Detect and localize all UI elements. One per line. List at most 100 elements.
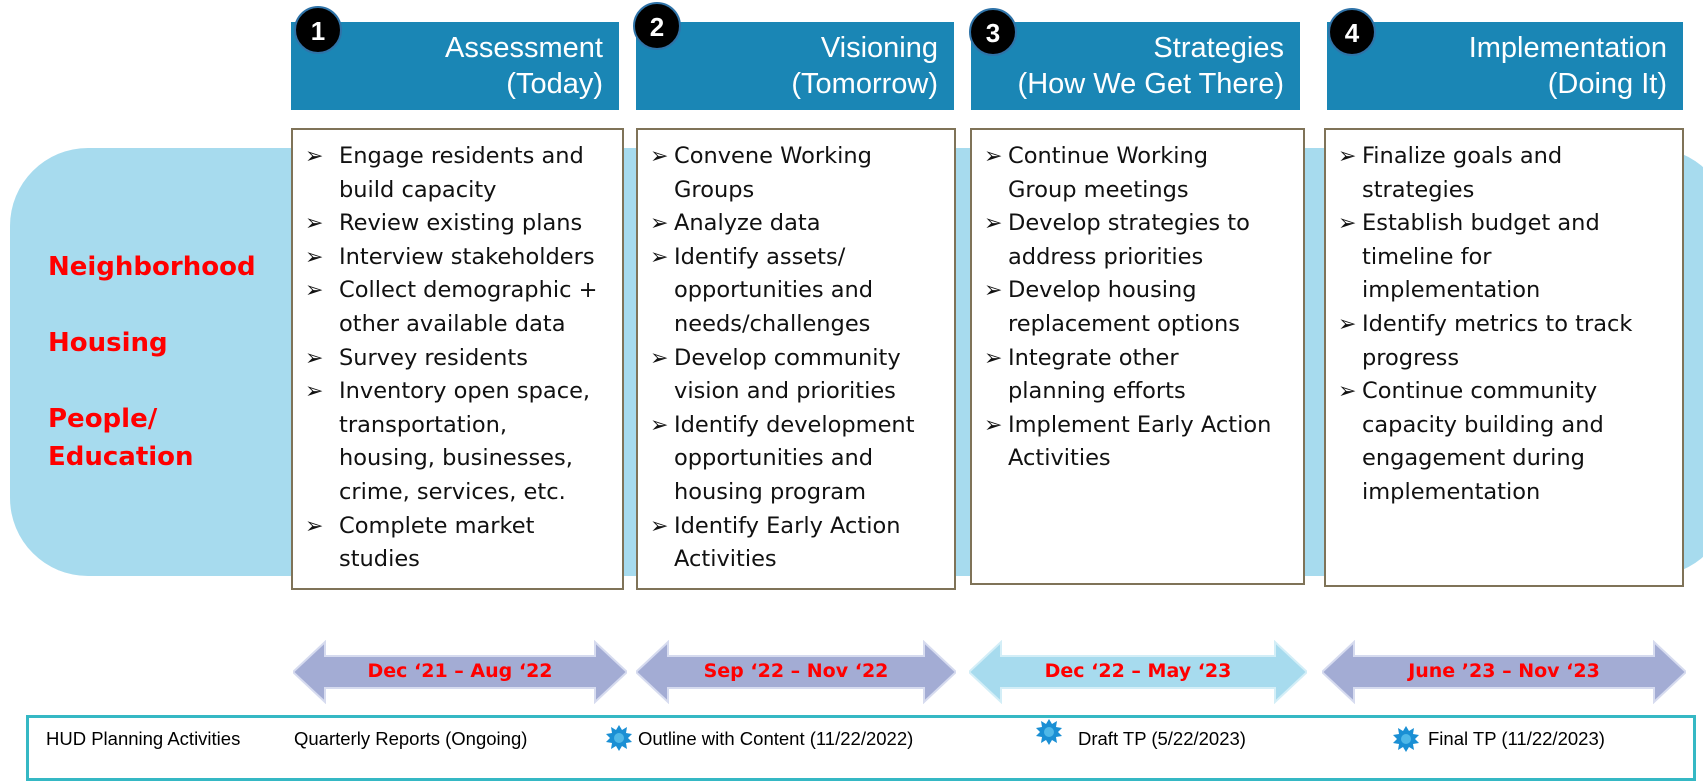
milestone-star-icon [1036, 719, 1062, 745]
topic-people: People/ [48, 404, 158, 434]
list-item-line: Collect demographic + [339, 277, 598, 304]
bullet-arrow-icon: ➢ [984, 278, 1003, 304]
list-item: ➢Integrate other planning efforts [984, 342, 1295, 409]
list-item-line: studies [339, 546, 420, 573]
list-item-line: Integrate other [1008, 344, 1179, 371]
list-item-line: Establish budget and [1362, 210, 1600, 237]
bullet-arrow-icon: ➢ [650, 345, 669, 371]
double-arrow-icon [636, 640, 956, 704]
list-item-line: Continue Working [1008, 143, 1209, 169]
bullet-arrow-icon: ➢ [984, 345, 1003, 371]
list-item-line: Develop community [674, 344, 901, 371]
list-item-line: strategies [1362, 176, 1475, 203]
step-4-dates: June ’23 – Nov ‘23 [1408, 660, 1600, 682]
bullet-arrow-icon: ➢ [305, 278, 324, 304]
list-item-line: Implement Early Action [1008, 411, 1272, 438]
step-1-title: Assessment [445, 32, 603, 64]
list-item-line: capacity building and [1362, 411, 1604, 438]
step-2-title: Visioning [820, 32, 938, 64]
step-2-badge-icon: 2 [633, 2, 681, 50]
bullet-arrow-icon: ➢ [305, 379, 324, 405]
list-item-line: build capacity [339, 176, 497, 203]
step-1-dates: Dec ‘21 – Aug ‘22 [367, 660, 553, 682]
step-3-subtitle: (How We Get There) [1017, 68, 1284, 100]
list-item-line: Convene Working [674, 143, 872, 169]
list-item: ➢Interview stakeholders [305, 241, 614, 275]
list-item-line: Analyze data [674, 210, 821, 237]
list-item-line: housing program [674, 478, 866, 505]
step-4-date-arrow: June ’23 – Nov ‘23 [1322, 640, 1686, 704]
double-arrow-icon [1322, 640, 1686, 704]
list-item-line: implementation [1362, 277, 1541, 304]
bullet-arrow-icon: ➢ [650, 513, 669, 539]
list-item-line: opportunities and [674, 445, 874, 472]
list-item-line: Inventory open space, [339, 378, 591, 405]
list-item-line: housing, businesses, [339, 445, 573, 472]
list-item-line: Identify metrics to track [1362, 310, 1633, 337]
list-item: ➢Identify assets/opportunities and needs/… [650, 241, 946, 342]
step-1-badge-icon: 1 [294, 6, 342, 54]
bullet-arrow-icon: ➢ [305, 211, 324, 237]
list-item-line: Complete market [339, 512, 535, 539]
list-item-line: crime, services, etc. [339, 478, 566, 505]
list-item: ➢Review existing plans [305, 207, 614, 241]
list-item-line: Interview stakeholders [339, 243, 595, 270]
list-item-line: other available data [339, 310, 566, 337]
step-2-header: Visioning (Tomorrow) [636, 22, 954, 110]
hud-milestone-outline: Outline with Content (11/22/2022) [638, 728, 914, 749]
bullet-arrow-icon: ➢ [1338, 144, 1357, 169]
topic-list: Neighborhood Housing People/ Education [48, 248, 278, 476]
step-2-subtitle: (Tomorrow) [791, 68, 938, 100]
step-4-header: Implementation (Doing It) [1327, 22, 1683, 110]
list-item-line: planning efforts [1008, 378, 1186, 405]
bullet-arrow-icon: ➢ [984, 412, 1003, 438]
list-item-line: Develop housing [1008, 277, 1197, 304]
step-4-subtitle: (Doing It) [1547, 68, 1667, 100]
list-item-line: engagement during [1362, 445, 1585, 472]
list-item-line: Activities [674, 546, 777, 573]
list-item-line: needs/challenges [674, 310, 871, 337]
list-item-line: address priorities [1008, 243, 1204, 270]
list-item-line: opportunities and [674, 277, 874, 304]
step-1-date-arrow: Dec ‘21 – Aug ‘22 [293, 640, 627, 704]
list-item-line: Identify assets/ [674, 243, 846, 270]
list-item-line: Activities [1008, 445, 1111, 472]
bullet-arrow-icon: ➢ [1338, 311, 1357, 337]
list-item-line: Identify development [674, 411, 915, 438]
bullet-arrow-icon: ➢ [650, 244, 669, 270]
step-3-header: Strategies (How We Get There) [971, 22, 1300, 110]
step-1-header: Assessment (Today) [291, 22, 619, 110]
step-1-subtitle: (Today) [506, 68, 603, 100]
bullet-arrow-icon: ➢ [1338, 211, 1357, 237]
topic-education: Education [48, 442, 194, 472]
bullet-arrow-icon: ➢ [984, 144, 1003, 169]
bullet-arrow-icon: ➢ [305, 513, 324, 539]
double-arrow-icon [293, 640, 627, 704]
step-3-date-arrow: Dec ‘22 – May ‘23 [969, 640, 1307, 704]
list-item: ➢Inventory open space,transportation,hou… [305, 375, 614, 509]
list-item-line: replacement options [1008, 310, 1240, 337]
step-3-title: Strategies [1153, 32, 1284, 64]
list-item-line: Develop strategies to [1008, 210, 1250, 237]
bullet-arrow-icon: ➢ [305, 345, 324, 371]
hud-quarterly-reports: Quarterly Reports (Ongoing) [294, 728, 528, 749]
hud-activities-strip [26, 715, 1696, 781]
list-item: ➢Analyze data [650, 207, 946, 241]
step-4-title: Implementation [1468, 32, 1667, 64]
list-item: ➢Survey residents [305, 342, 614, 376]
bullet-arrow-icon: ➢ [650, 144, 669, 169]
step-3-dates: Dec ‘22 – May ‘23 [1044, 660, 1232, 682]
list-item-line: implementation [1362, 478, 1541, 505]
